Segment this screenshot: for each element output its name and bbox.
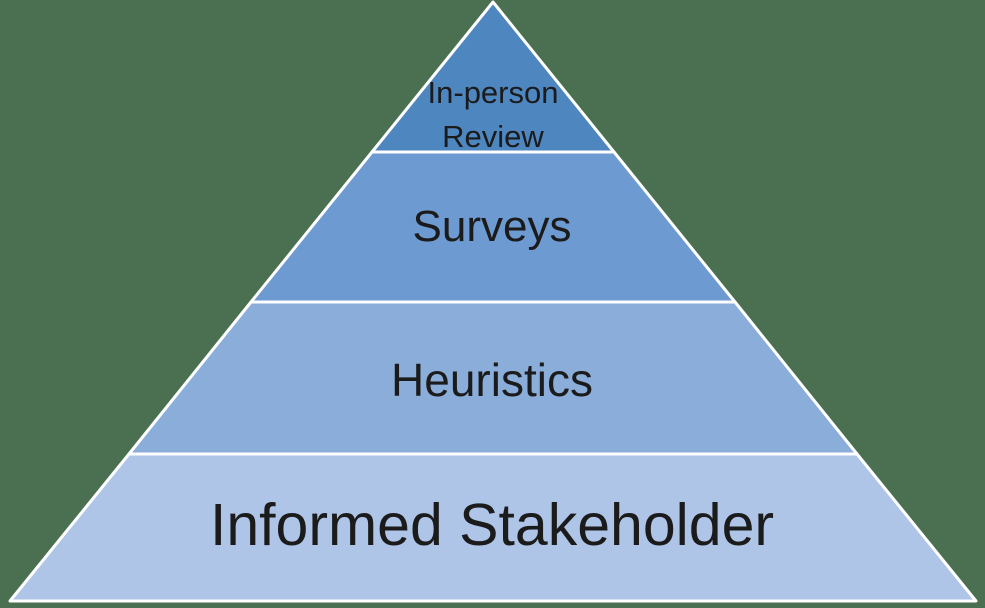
level-label-informed-stakeholder: Informed Stakeholder — [210, 492, 774, 558]
pyramid-level-informed-stakeholder — [8, 452, 978, 603]
level-label-surveys: Surveys — [413, 202, 572, 251]
level-label-in-person: In-person — [428, 75, 559, 110]
level-label-heuristics: Heuristics — [391, 354, 593, 406]
level-label-review: Review — [442, 119, 544, 154]
